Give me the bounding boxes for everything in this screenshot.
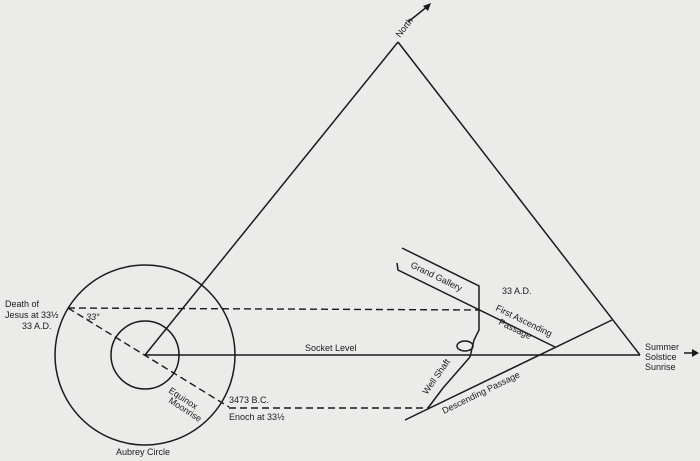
death-label-3: 33 A.D. (22, 321, 52, 331)
grotto-ellipse (456, 340, 474, 352)
dashed-line-33ad (67, 307, 479, 311)
pyramid-right-edge (397, 41, 641, 356)
aubrey-circle-label: Aubrey Circle (116, 447, 170, 457)
descending-passage (404, 319, 613, 421)
enoch-label: Enoch at 33½ (229, 412, 285, 422)
first-ascending-passage (396, 262, 556, 348)
pyramid-left-edge (144, 41, 399, 356)
ad-date-label: 33 A.D. (502, 286, 532, 296)
summer-label-1: Summer (645, 342, 679, 352)
dashed-line-equinox (67, 307, 230, 408)
north-arrow (407, 3, 431, 23)
sunrise-arrow (684, 349, 699, 357)
bc-date-label: 3473 B.C. (229, 395, 269, 405)
socket-level-label: Socket Level (305, 343, 357, 353)
summer-label-3: Sunrise (645, 362, 676, 372)
death-label-2: Jesus at 33½ (5, 310, 59, 320)
well-shaft-label: Well Shaft (420, 357, 452, 397)
well-shaft (427, 356, 471, 409)
death-label-1: Death of (5, 299, 40, 309)
angle-label: 33° (86, 312, 100, 322)
summer-label-2: Solstice (645, 352, 677, 362)
